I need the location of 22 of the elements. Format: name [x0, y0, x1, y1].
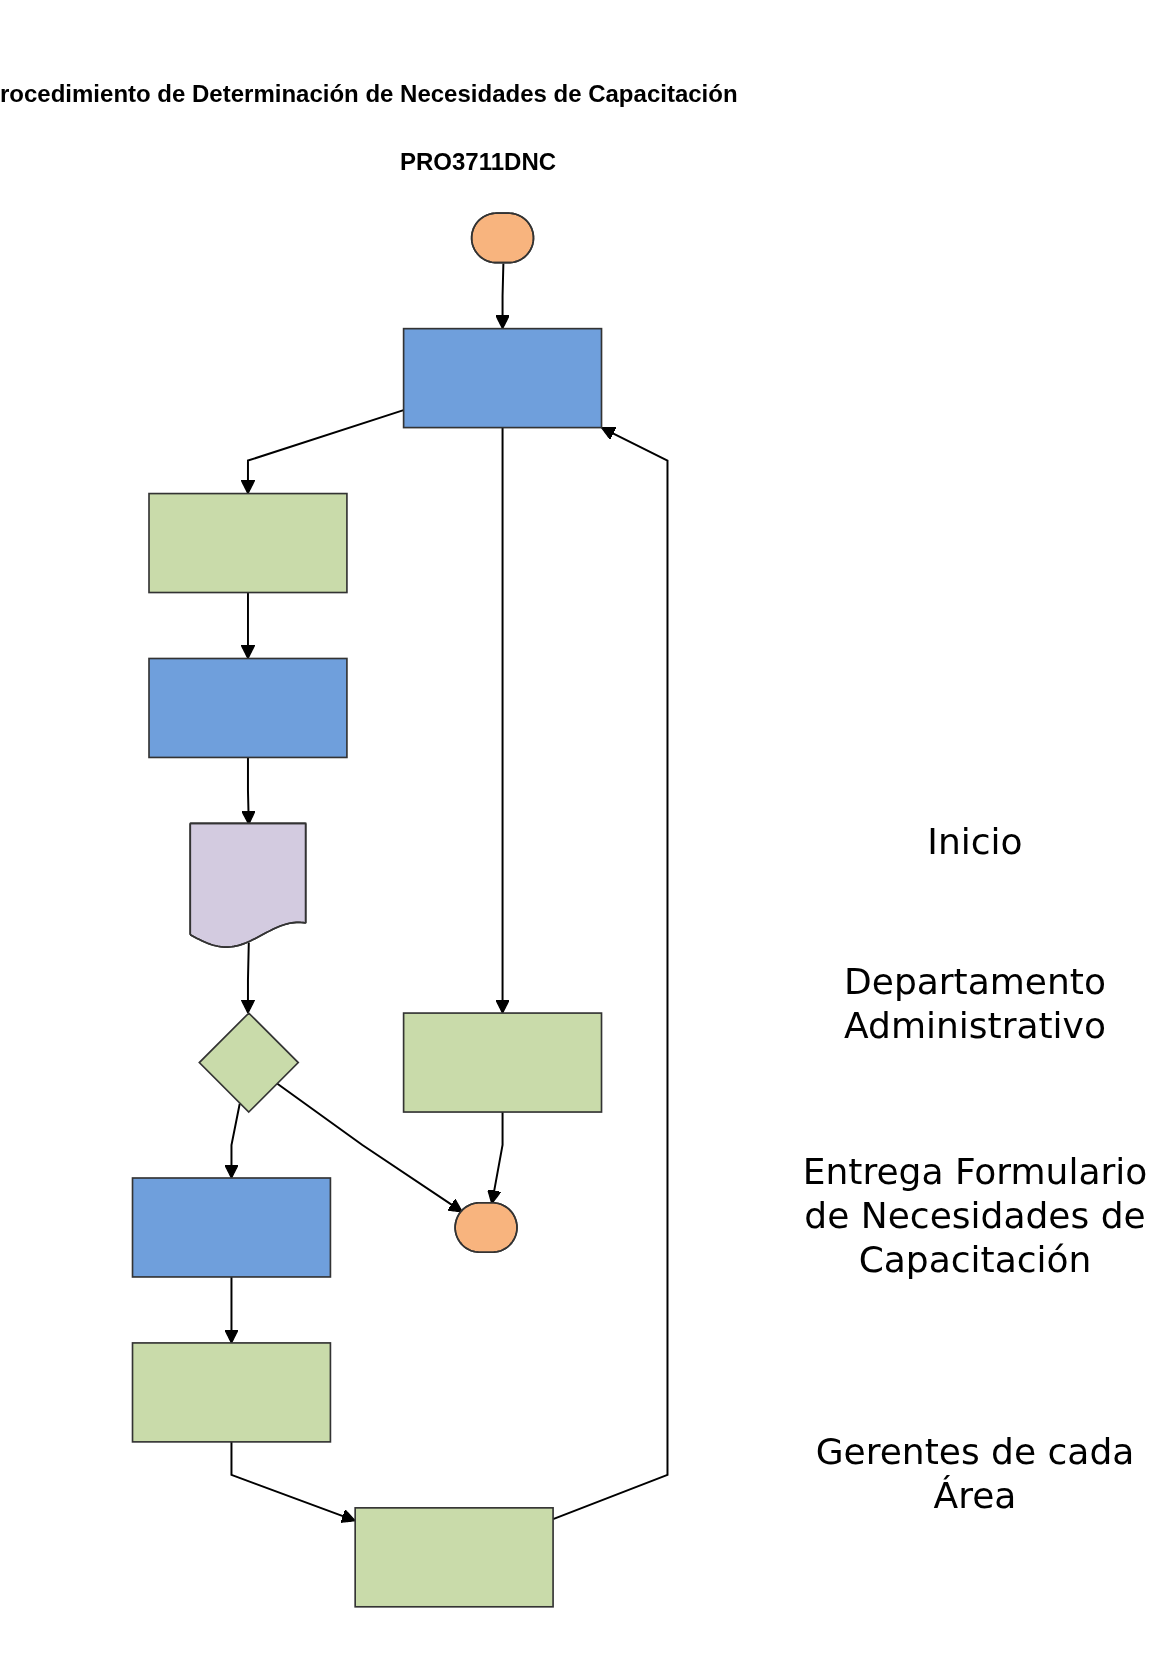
document-code: PRO3711DNC: [400, 148, 557, 176]
arrow: [224, 1275, 239, 1344]
node-diamond: [198, 1011, 300, 1114]
node-box: [354, 1507, 554, 1608]
lane-label: Inicio: [926, 820, 1024, 864]
arrow: [495, 426, 510, 1014]
node-box: [148, 657, 348, 759]
node-box: [402, 1012, 603, 1113]
arrow: [240, 941, 256, 1014]
node-box: [131, 1177, 332, 1278]
arrow: [495, 262, 510, 330]
lane-label: Departamento Administrativo: [843, 960, 1107, 1048]
arrow: [224, 1102, 241, 1179]
diagram-title: rocedimiento de Determinación de Necesidades de Capacitación: [0, 80, 738, 108]
lane-label: Entrega Formulario de Necesidades de Capacitación: [801, 1150, 1149, 1282]
arrow: [275, 1082, 463, 1213]
arrow: [240, 591, 256, 660]
node-box: [402, 327, 603, 429]
arrow: [230, 1440, 356, 1523]
node-box: [131, 1342, 332, 1443]
node-box: [148, 492, 348, 594]
lane-label: Gerentes de cada Área: [814, 1430, 1136, 1518]
